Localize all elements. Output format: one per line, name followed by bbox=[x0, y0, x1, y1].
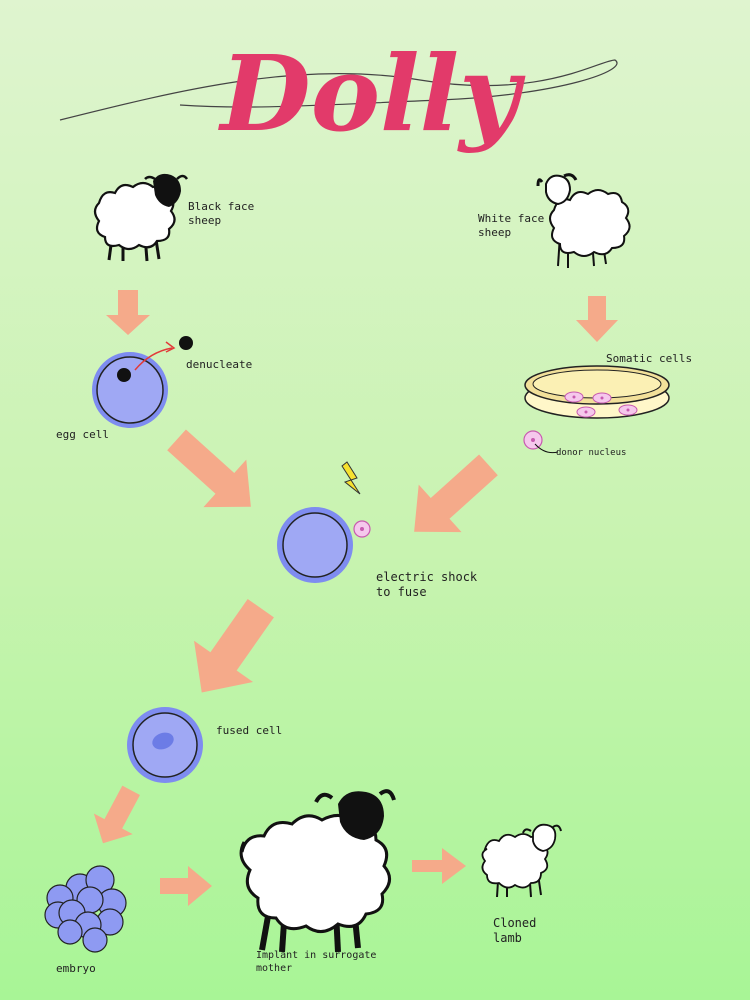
arrow-8 bbox=[412, 848, 466, 884]
label-white-face-sheep: White face sheep bbox=[478, 212, 545, 239]
label-fused-cell: fused cell bbox=[216, 724, 283, 737]
fusion-cell bbox=[277, 461, 371, 583]
white-face-sheep bbox=[536, 173, 631, 268]
label-black-face-sheep: Black face sheep bbox=[188, 200, 255, 227]
cloned-lamb bbox=[481, 823, 562, 898]
arrow-1 bbox=[106, 290, 150, 335]
embryo-cluster bbox=[44, 865, 127, 953]
lightning-icon bbox=[341, 461, 361, 495]
fused-cell bbox=[127, 707, 203, 783]
petri-dish bbox=[524, 365, 670, 419]
black-face-sheep bbox=[93, 173, 189, 262]
arrow-6 bbox=[93, 785, 140, 844]
label-electric-shock: electric shock to fuse bbox=[376, 570, 478, 599]
arrow-2 bbox=[576, 296, 618, 342]
title-text: Dolly bbox=[218, 32, 527, 155]
label-implant-surrogate: Implant in surrogate mother bbox=[256, 950, 377, 974]
label-donor-nucleus: donor nucleus bbox=[556, 448, 627, 458]
donor-nucleus-cell bbox=[523, 430, 559, 454]
title-swirl bbox=[59, 59, 618, 121]
label-cloned-lamb: Cloned lamb bbox=[493, 916, 537, 945]
label-denucleate: denucleate bbox=[186, 358, 253, 371]
arrow-7 bbox=[160, 866, 212, 906]
label-embryo: embryo bbox=[56, 962, 96, 975]
label-egg-cell: egg cell bbox=[56, 428, 109, 441]
egg-cell bbox=[92, 336, 193, 428]
denucleate-arrow bbox=[134, 347, 173, 371]
arrow-3 bbox=[167, 429, 251, 508]
title-dolly: Dolly bbox=[59, 32, 618, 155]
removed-nucleus bbox=[179, 336, 193, 350]
label-somatic-cells: Somatic cells bbox=[606, 352, 693, 365]
arrow-5 bbox=[194, 598, 274, 693]
surrogate-mother-sheep bbox=[239, 789, 396, 953]
arrow-4 bbox=[414, 454, 498, 533]
egg-nucleus bbox=[117, 368, 131, 382]
